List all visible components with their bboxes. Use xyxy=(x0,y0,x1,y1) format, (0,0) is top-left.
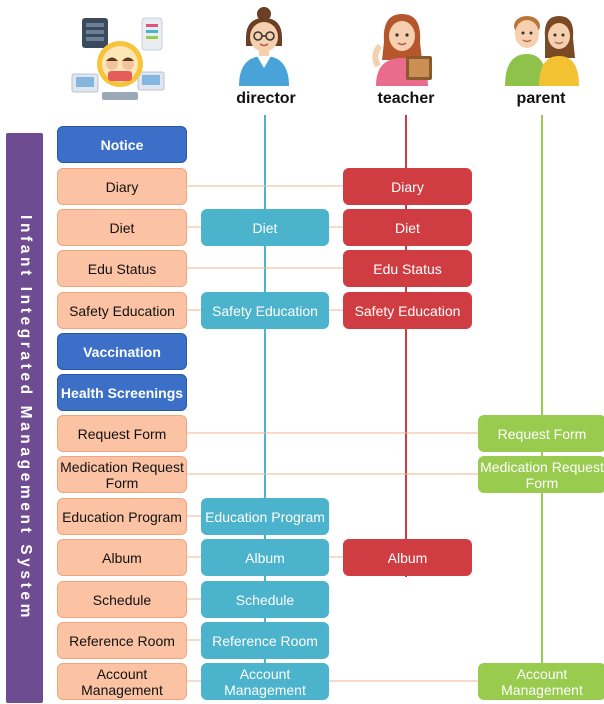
feature-notice[interactable]: Notice xyxy=(57,126,187,163)
director-account-management[interactable]: Account Management xyxy=(201,663,329,700)
feature-reference-room[interactable]: Reference Room xyxy=(57,622,187,659)
feature-request-form[interactable]: Request Form xyxy=(57,415,187,452)
feature-health-screenings[interactable]: Health Screenings xyxy=(57,374,187,411)
director-reference-room[interactable]: Reference Room xyxy=(201,622,329,659)
computer-network-icon xyxy=(68,14,168,106)
parent-request-form[interactable]: Request Form xyxy=(478,415,604,452)
parent-account-management[interactable]: Account Management xyxy=(478,663,604,700)
feature-diary[interactable]: Diary xyxy=(57,168,187,205)
feature-account-management[interactable]: Account Management xyxy=(57,663,187,700)
system-title: Infant Integrated Management System xyxy=(16,215,34,621)
director-diet[interactable]: Diet xyxy=(201,209,329,246)
feature-diet[interactable]: Diet xyxy=(57,209,187,246)
feature-medication-request-form[interactable]: Medication Request Form xyxy=(57,456,187,493)
role-director-label: director xyxy=(236,90,296,107)
parent-avatar-icon xyxy=(503,8,583,86)
feature-album[interactable]: Album xyxy=(57,539,187,576)
teacher-diary[interactable]: Diary xyxy=(343,168,472,205)
role-parent-label: parent xyxy=(516,90,566,107)
feature-edu-status[interactable]: Edu Status xyxy=(57,250,187,287)
feature-vaccination[interactable]: Vaccination xyxy=(57,333,187,370)
teacher-diet[interactable]: Diet xyxy=(343,209,472,246)
teacher-edu-status[interactable]: Edu Status xyxy=(343,250,472,287)
teacher-avatar-icon xyxy=(368,6,440,86)
director-safety-education[interactable]: Safety Education xyxy=(201,292,329,329)
director-avatar-icon xyxy=(233,6,295,86)
role-teacher-label: teacher xyxy=(377,90,435,107)
director-album[interactable]: Album xyxy=(201,539,329,576)
system-title-bar: Infant Integrated Management System xyxy=(6,133,43,703)
director-schedule[interactable]: Schedule xyxy=(201,581,329,618)
feature-education-program[interactable]: Education Program xyxy=(57,498,187,535)
teacher-album[interactable]: Album xyxy=(343,539,472,576)
feature-schedule[interactable]: Schedule xyxy=(57,581,187,618)
parent-medication-request-form[interactable]: Medication Request Form xyxy=(478,456,604,493)
teacher-safety-education[interactable]: Safety Education xyxy=(343,292,472,329)
director-education-program[interactable]: Education Program xyxy=(201,498,329,535)
feature-safety-education[interactable]: Safety Education xyxy=(57,292,187,329)
